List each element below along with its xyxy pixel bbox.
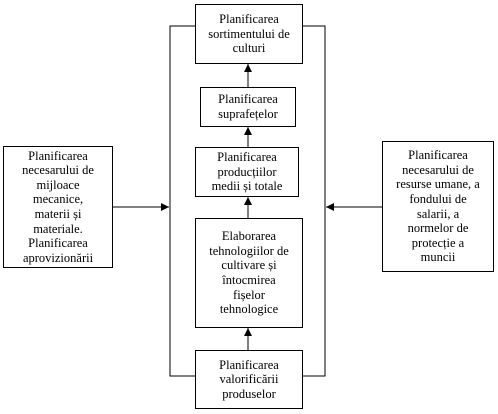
- node-planificarea-necesarului-resurse-umane: Planificarea necesarului de resurse uman…: [382, 141, 494, 272]
- node-planificarea-necesarului-mijloace: Planificarea necesarului de mijloace mec…: [3, 146, 113, 268]
- frame-left-line: [169, 25, 195, 377]
- frame-right-line: [303, 25, 326, 377]
- node-planificarea-productiilor: Planificarea producțiilor medii și total…: [195, 147, 299, 197]
- node-planificarea-valorificarii: Planificarea valorificării produselor: [195, 350, 303, 409]
- node-elaborarea-tehnologiilor: Elaborarea tehnologiilor de cultivare și…: [195, 218, 303, 328]
- node-planificarea-sortimentului: Planificarea sortimentului de culturi: [195, 4, 303, 64]
- node-planificarea-suprafetelor: Planificarea suprafețelor: [200, 87, 296, 127]
